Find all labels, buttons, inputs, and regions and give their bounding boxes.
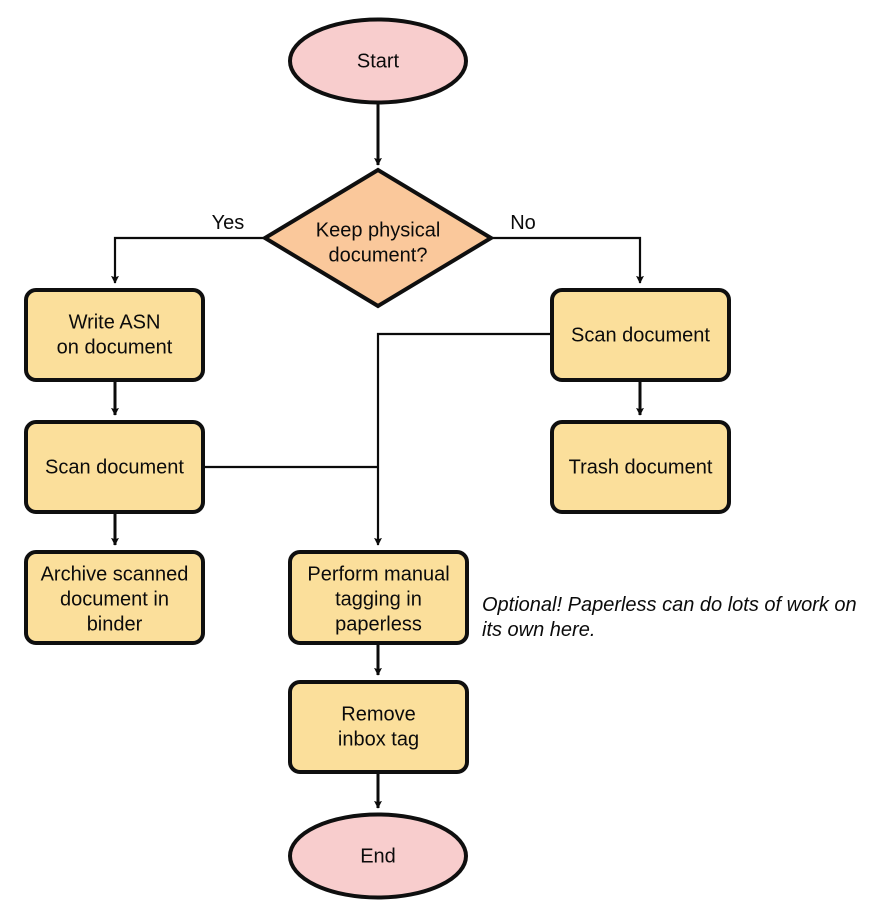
tagging-label-line3: paperless [335, 613, 422, 635]
edge-label-layer: Yes No [212, 212, 536, 234]
decision-label-line1: Keep physical [316, 219, 441, 241]
edge-scan-right-to-tagging [374, 332, 552, 546]
tagging-label-line1: Perform manual [307, 563, 449, 585]
archive-label-line3: binder [87, 613, 143, 635]
scan-document-right-box[interactable] [550, 288, 731, 382]
annotation-note: Optional! Paperless can do lots of work … [482, 594, 857, 641]
end-label: End [360, 845, 396, 867]
node-start[interactable]: Start [288, 17, 468, 105]
scan-document-left-label: Scan document [45, 456, 184, 478]
archive-box[interactable] [24, 550, 205, 645]
decision-label-line2: document? [329, 244, 428, 266]
node-trash-document[interactable]: Trash document [550, 420, 731, 514]
write-asn-box[interactable] [24, 288, 205, 382]
node-end[interactable]: End [288, 812, 468, 900]
edge-label-no: No [510, 212, 536, 234]
remove-inbox-tag-label-line1: Remove [341, 703, 415, 725]
write-asn-label-line1: Write ASN [69, 311, 161, 333]
edge-decision-no-to-scan-right [491, 236, 644, 284]
tagging-box[interactable] [288, 550, 469, 645]
scan-document-right-label: Scan document [571, 324, 710, 346]
archive-label-line1: Archive scanned [41, 563, 189, 585]
node-write-asn-on-document[interactable]: Write ASN on document [24, 288, 205, 382]
trash-document-label: Trash document [569, 456, 713, 478]
tagging-label-line2: tagging in [335, 588, 422, 610]
node-scan-document-right[interactable]: Scan document [550, 288, 731, 382]
remove-inbox-tag-label-line2: inbox tag [338, 728, 419, 750]
node-perform-manual-tagging[interactable]: Perform manual tagging in paperless [288, 550, 469, 645]
trash-document-box[interactable] [550, 420, 731, 514]
scan-document-left-box[interactable] [24, 420, 205, 514]
edge-decision-yes-to-write-asn [111, 236, 265, 284]
decision-diamond[interactable] [261, 167, 495, 309]
end-ellipse[interactable] [288, 812, 468, 900]
start-label: Start [357, 50, 400, 72]
remove-inbox-tag-box[interactable] [288, 680, 469, 774]
node-remove-inbox-tag[interactable]: Remove inbox tag [288, 680, 469, 774]
note-line-1: Optional! Paperless can do lots of work … [482, 594, 857, 616]
note-line-2: its own here. [482, 619, 595, 641]
write-asn-label-line2: on document [57, 336, 173, 358]
node-archive-scanned-document[interactable]: Archive scanned document in binder [24, 550, 205, 645]
edge-label-yes: Yes [212, 212, 245, 234]
node-decision-keep-physical-document[interactable]: Keep physical document? [261, 167, 495, 309]
archive-label-line2: document in [60, 588, 169, 610]
edge-layer [111, 103, 644, 809]
start-ellipse[interactable] [288, 17, 468, 105]
node-scan-document-left[interactable]: Scan document [24, 420, 205, 514]
